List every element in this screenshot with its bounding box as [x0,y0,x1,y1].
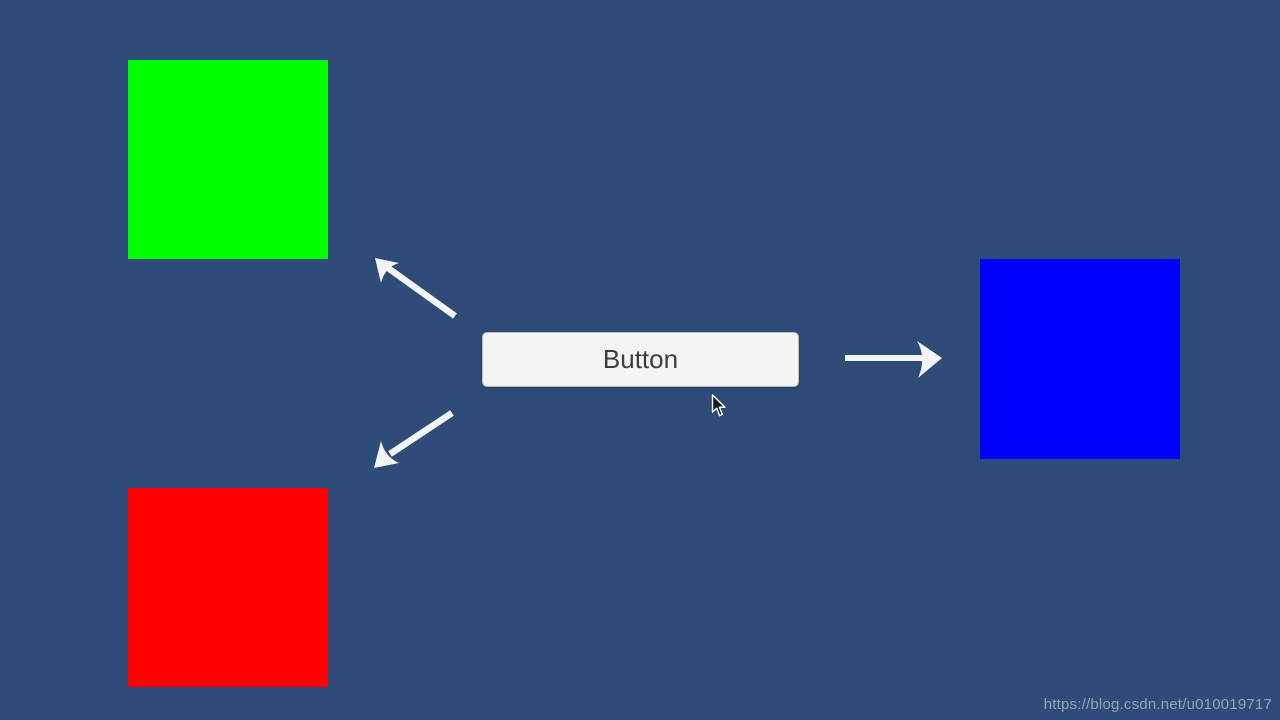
watermark-url: https://blog.csdn.net/u010019717 [1043,696,1272,713]
blue-square [980,259,1180,459]
action-button[interactable]: Button [482,332,799,387]
arrow-down-left-icon [368,405,463,480]
mouse-cursor-icon [711,394,728,423]
arrow-right-icon [843,336,948,382]
red-square [128,488,328,687]
green-square [128,60,328,259]
arrow-up-left-icon [368,252,463,322]
